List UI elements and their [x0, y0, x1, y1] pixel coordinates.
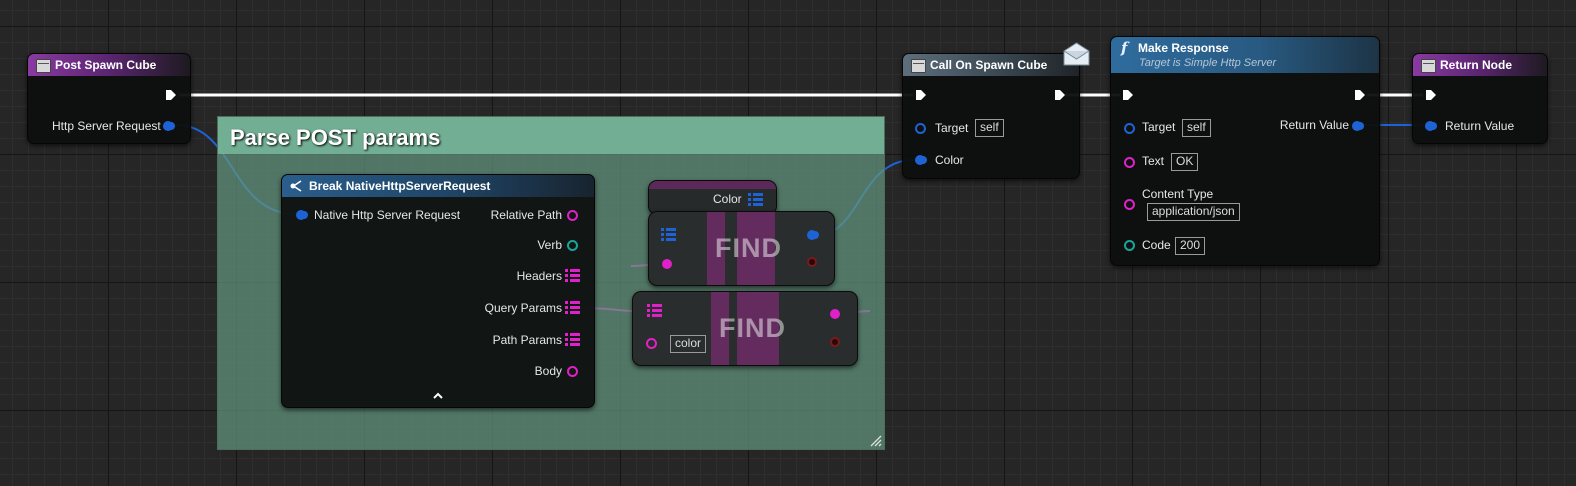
pin-label: Target — [935, 121, 969, 135]
return-node[interactable]: Return Node Return Value — [1412, 53, 1548, 144]
node-header[interactable]: Call On Spawn Cube — [903, 54, 1079, 76]
node-subtitle: Target is Simple Http Server — [1139, 57, 1277, 69]
node-title: Call On Spawn Cube — [930, 58, 1048, 72]
return-value-out-pin[interactable] — [1352, 121, 1362, 131]
node-title: Break NativeHttpServerRequest — [309, 179, 491, 193]
node-tint — [737, 292, 779, 365]
break-struct-icon — [290, 180, 302, 192]
headers-map-pin[interactable] — [565, 268, 580, 283]
node-header[interactable]: Post Spawn Cube — [28, 54, 190, 76]
envelope-icon — [1063, 42, 1090, 66]
call-on-spawn-cube-node[interactable]: Call On Spawn Cube Target self Color — [902, 53, 1080, 179]
comment-header[interactable]: Parse POST params — [218, 117, 884, 154]
value-out-pin[interactable] — [830, 309, 840, 319]
target-pin[interactable] — [1124, 123, 1135, 134]
map-in-pin[interactable] — [647, 303, 662, 318]
key-in-pin[interactable] — [662, 259, 672, 269]
color-map-pin[interactable] — [748, 192, 763, 207]
comment-title: Parse POST params — [230, 125, 441, 150]
chevron-up-icon[interactable] — [432, 391, 444, 400]
resize-handle-icon[interactable] — [870, 435, 882, 447]
verb-pin[interactable] — [567, 240, 578, 251]
node-header[interactable]: f Make Response Target is Simple Http Se… — [1111, 37, 1379, 73]
node-header[interactable]: Return Node — [1413, 54, 1547, 76]
node-title: Post Spawn Cube — [55, 58, 157, 72]
node-title: Make Response — [1138, 41, 1229, 55]
pin-label: Native Http Server Request — [314, 208, 461, 222]
return-value-in-pin[interactable] — [1425, 121, 1435, 131]
node-tint — [737, 212, 775, 285]
pin-label: Return Value — [1279, 118, 1349, 132]
key-in-pin[interactable] — [646, 338, 657, 349]
exec-out-pin[interactable] — [165, 89, 177, 101]
map-in-pin[interactable] — [661, 227, 676, 242]
pin-label: Http Server Request — [52, 119, 161, 133]
find-label: FIND — [715, 233, 782, 263]
function-icon: f — [1121, 39, 1128, 57]
key-value-field[interactable]: color — [670, 335, 707, 353]
find-node-1[interactable]: FIND — [648, 211, 835, 286]
value-out-pin[interactable] — [807, 230, 817, 240]
pin-label: Query Params — [484, 301, 562, 315]
pin-label: Path Params — [492, 333, 562, 347]
text-value-field[interactable]: OK — [1171, 153, 1199, 171]
target-value-field[interactable]: self — [1182, 119, 1211, 137]
target-pin[interactable] — [915, 123, 926, 134]
color-in-pin[interactable] — [915, 155, 925, 165]
event-icon — [1421, 59, 1436, 73]
code-value-field[interactable]: 200 — [1175, 237, 1206, 255]
node-header[interactable]: Break NativeHttpServerRequest — [282, 175, 594, 197]
color-variable-node[interactable]: Color — [648, 180, 777, 215]
pin-label: Text — [1142, 154, 1165, 168]
post-spawn-cube-node[interactable]: Post Spawn Cube Http Server Request — [27, 53, 191, 144]
event-icon — [911, 59, 926, 73]
pin-label: Color — [935, 153, 964, 167]
node-tint — [649, 181, 776, 189]
code-pin[interactable] — [1124, 240, 1135, 251]
exec-out-pin[interactable] — [1354, 89, 1366, 101]
found-out-pin[interactable] — [807, 257, 817, 267]
pin-label: Headers — [516, 269, 562, 283]
pin-label: Verb — [537, 238, 562, 252]
body-pin[interactable] — [567, 366, 578, 377]
native-request-in-pin[interactable] — [296, 210, 306, 220]
content-type-pin[interactable] — [1124, 199, 1135, 210]
query-params-map-pin[interactable] — [565, 300, 580, 315]
make-response-node[interactable]: f Make Response Target is Simple Http Se… — [1110, 36, 1380, 266]
exec-in-pin[interactable] — [1122, 89, 1134, 101]
pin-label: Content Type — [1142, 187, 1214, 201]
content-type-value-field[interactable]: application/json — [1147, 203, 1240, 221]
event-icon — [36, 59, 51, 73]
exec-in-pin[interactable] — [915, 89, 927, 101]
pin-label: Relative Path — [490, 208, 562, 222]
pin-label: Return Value — [1445, 119, 1515, 133]
node-title: Return Node — [1440, 58, 1512, 72]
http-server-request-pin[interactable] — [163, 121, 173, 131]
pin-label: Code — [1142, 238, 1171, 252]
find-label: FIND — [719, 313, 786, 343]
node-tint — [707, 212, 725, 285]
find-node-2[interactable]: FIND color — [632, 291, 858, 366]
pin-label: Target — [1142, 120, 1176, 134]
relative-path-pin[interactable] — [567, 210, 578, 221]
node-tint — [711, 292, 729, 365]
found-out-pin[interactable] — [830, 337, 840, 347]
break-request-node[interactable]: Break NativeHttpServerRequest Native Htt… — [281, 174, 595, 408]
path-params-map-pin[interactable] — [565, 332, 580, 347]
pin-label: Color — [713, 192, 742, 206]
exec-in-pin[interactable] — [1425, 89, 1437, 101]
text-pin[interactable] — [1124, 157, 1135, 168]
target-value-field[interactable]: self — [975, 119, 1004, 137]
exec-out-pin[interactable] — [1054, 89, 1066, 101]
pin-label: Body — [534, 364, 562, 378]
